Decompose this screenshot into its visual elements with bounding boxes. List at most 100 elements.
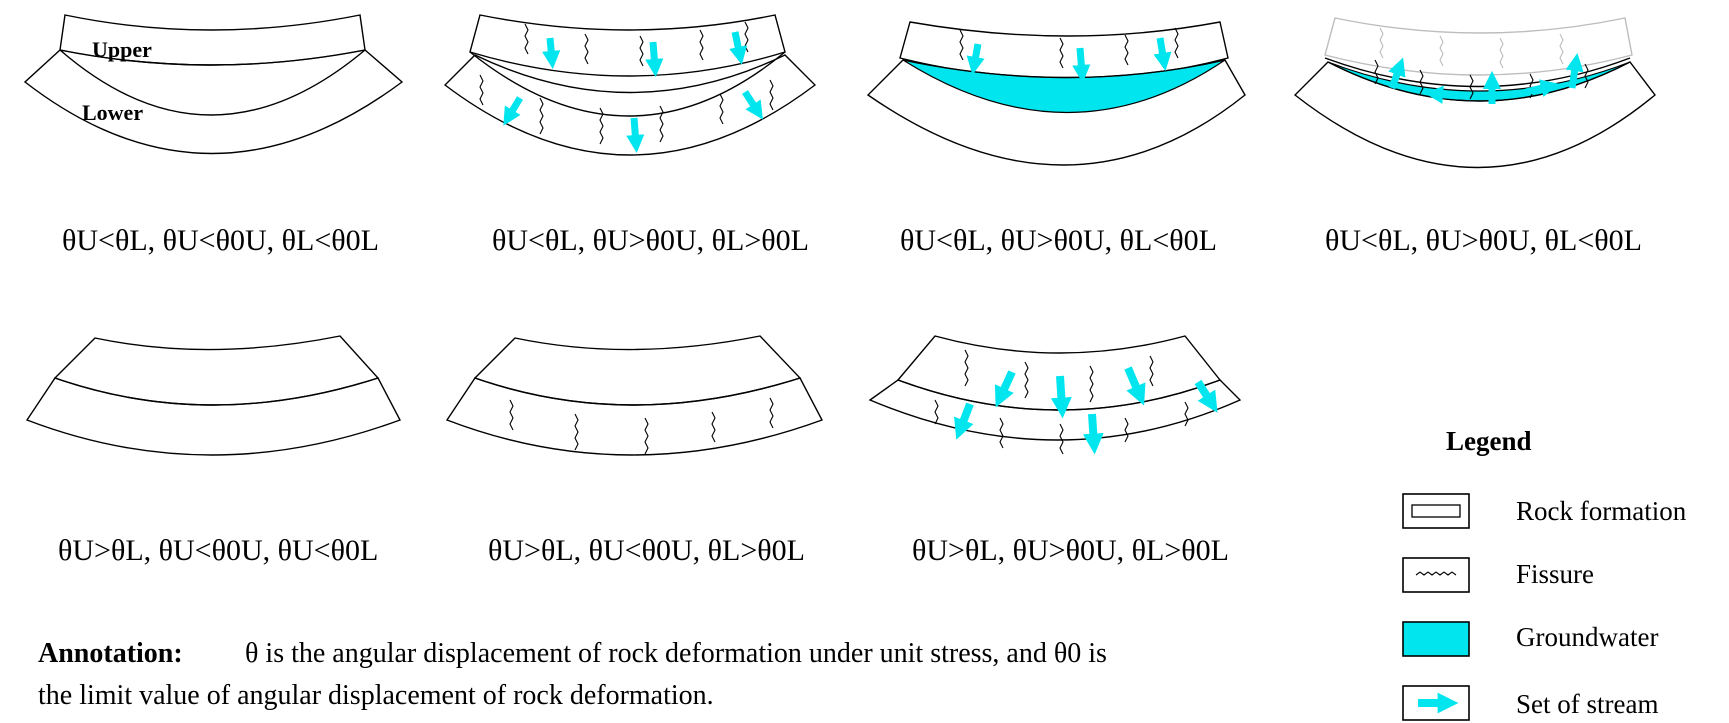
panel-1: Upper Lower θU<θL, θU<θ0U, θL<θ0L [23,14,404,257]
ghost-fissures [1379,27,1564,69]
rock-formation-icon-inner [1411,504,1461,518]
fissure [999,417,1004,449]
fissure [584,33,589,65]
stream-arrow [954,402,974,440]
panel-2-condition: θU<θL, θU>θ0U, θL>θ0L [492,224,809,257]
stream-arrows [966,37,1172,84]
fissure [599,107,604,145]
fissure [711,411,716,443]
fissures [509,397,774,455]
annotation-line-1: θ is the angular displacement of rock de… [245,638,1107,669]
fissure [659,105,664,143]
stream-arrow [626,117,645,154]
lower-layer [1293,61,1656,169]
fissure [1469,74,1474,100]
upper-layer-ghost [1324,17,1633,76]
fissures [959,27,1179,69]
fissure [1379,27,1384,59]
fissure [1584,63,1589,89]
fissure [959,29,964,61]
fissures [479,21,774,145]
lower-layer [443,54,817,156]
fissure [1089,365,1094,403]
panel-2: θU<θL, θU>θ0U, θL>θ0L [443,14,817,257]
panel-5: θU>θL, θU<θ0U, θU<θ0L [25,335,401,567]
fissure [744,21,749,53]
stream-arrow [645,41,664,78]
legend-label-fissure: Fissure [1516,559,1594,589]
groundwater [902,59,1226,114]
rock-formation-icon [1402,493,1470,529]
layer-boundary [469,51,786,117]
panel-3: θU<θL, θU>θ0U, θL<θ0L [866,21,1246,257]
stream-arrow [1082,413,1104,455]
fissure [524,23,529,55]
panel-6-condition: θU>θL, θU<θ0U, θL>θ0L [488,534,805,567]
stream-arrow-icon [1402,685,1470,721]
stream-arrow [503,96,524,126]
panel-3-condition: θU<θL, θU>θ0U, θL<θ0L [900,224,1217,257]
fissure [644,417,649,455]
annotation-line-2: the limit value of angular displacement … [38,680,714,711]
stream-arrow [1525,79,1559,98]
legend-label-groundwater: Groundwater [1516,622,1658,652]
annotation: Annotation: θ is the angular displacemen… [38,638,1107,711]
legend-label-rock-formation: Rock formation [1516,496,1687,526]
lower-layer [23,49,404,155]
fissure [479,74,484,106]
fissure [1024,361,1029,399]
stream-arrows [1388,53,1584,104]
lower-layer [445,377,823,456]
lower-layer [866,59,1246,166]
upper-layer-displaced [1324,57,1631,88]
upper-layer [473,335,802,406]
panel-7: θU>θL, θU>θ0U, θL>θ0L [868,335,1242,567]
fissure-icon-line [1415,571,1457,576]
panel-6: θU>θL, θU<θ0U, θL>θ0L [445,335,823,567]
panel-5-condition: θU>θL, θU<θ0U, θU<θ0L [58,534,378,567]
panel-4-condition: θU<θL, θU>θ0U, θL<θ0L [1325,224,1642,257]
stream-arrows [503,31,763,154]
stream-arrow [729,31,748,65]
fissure [1124,417,1129,443]
fissure [719,93,724,125]
fissure [1184,401,1189,427]
fissure [1419,69,1424,95]
fissure [769,397,774,429]
legend-label-set-of-stream: Set of stream [1516,689,1658,719]
fissure [1499,37,1504,69]
stream-arrow [742,90,763,120]
fissure [699,29,704,61]
fissure [509,399,514,431]
stream-arrow [1565,53,1584,89]
legend: Legend Rock formation Fissure Groundwate… [1402,426,1687,721]
stream-arrow [1153,37,1172,71]
fissure [1059,37,1064,69]
stream-arrow [994,370,1016,408]
stream-arrow [1388,57,1406,90]
panel-1-condition: θU<θL, θU<θ0U, θL<θ0L [62,224,379,257]
stream-arrows [954,366,1218,455]
upper-label: Upper [92,37,152,62]
panel-7-condition: θU>θL, θU>θ0U, θL>θ0L [912,534,1229,567]
stream-arrow [1194,379,1218,413]
lower-layer [868,379,1242,441]
fissure [574,413,579,451]
legend-title: Legend [1446,426,1532,456]
layer-boundary [59,49,366,116]
stream-arrow [1072,47,1091,84]
panel-4: θU<θL, θU>θ0U, θL<θ0L [1293,17,1656,257]
fissure [1374,59,1379,85]
fissure [639,35,644,67]
fissure [1124,34,1129,66]
fissure [1559,33,1564,65]
stream-arrow [966,43,985,75]
stream-arrow [1124,366,1146,406]
fissure-icon [1402,557,1470,593]
annotation-label: Annotation: [38,638,183,669]
groundwater-icon [1402,621,1470,657]
fissure [539,97,544,135]
fissure [1439,35,1444,67]
stream-arrow [1050,375,1072,419]
